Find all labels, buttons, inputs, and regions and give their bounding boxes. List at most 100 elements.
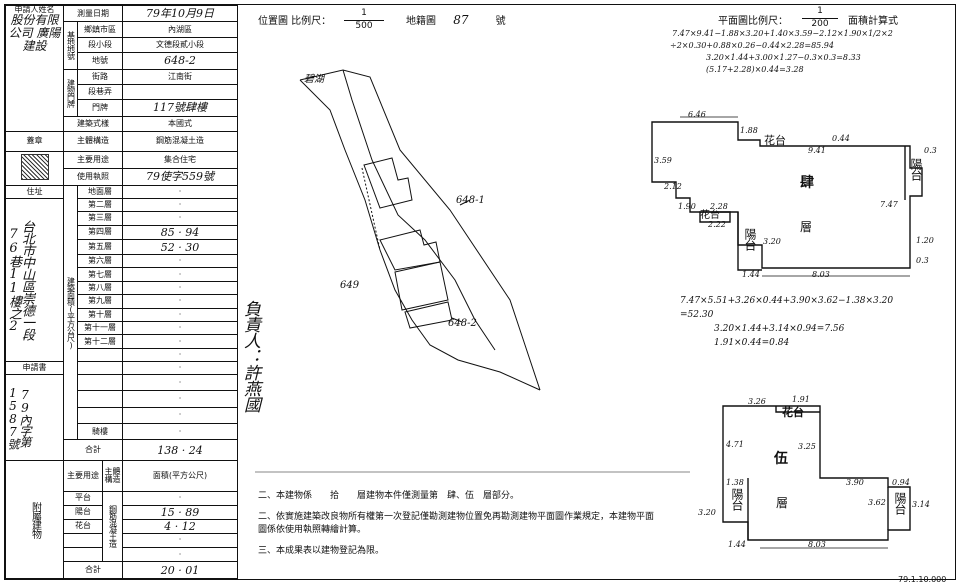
floor5-balcony-right: 陽台 [893, 492, 907, 514]
parcel-boundary-west [299, 79, 541, 391]
dim: 1.44 [728, 540, 746, 549]
document-frame [4, 4, 956, 580]
note-line: 二、本建物係 拾 層建物本件僅測量第 肆、伍 層部分。 [258, 491, 520, 501]
annex-struct-label: 主體構造 [101, 460, 124, 492]
sheet-no: 87 [453, 13, 469, 27]
location-scale-num: 1 [344, 8, 384, 21]
annex-total-label: 合計 [62, 561, 124, 579]
lot-649: 649 [340, 280, 360, 291]
floor-value: · [122, 347, 239, 363]
calc-line: (5.17+2.28)×0.44=3.28 [706, 65, 804, 74]
note-line: 二、依實施建築改良物所有權第一次登記僅勘測建物位置免再勘測建物平面圖作業規定，本… [258, 512, 655, 535]
address-cell: 台北市中山區崇德一段76巷11樓之2 [5, 197, 64, 363]
license: 79使字559號 [122, 167, 239, 186]
annex-struct-value: 鋼筋混凝土造 [101, 490, 124, 563]
survey-form-table: 申請人姓名 股份有限公司 廣陽建設 測量日期 79年10月9日 基地地號 鄉鎮市… [5, 4, 239, 579]
application-no-cell: 79內字第1587號 [5, 374, 64, 462]
lot-tick-1 [459, 199, 471, 206]
floor4-label: 肆 [800, 175, 814, 191]
location-title: 位置圖 比例尺： [258, 12, 331, 27]
floorplan-scale-num: 1 [802, 6, 838, 19]
calc-line: 1.91×0.44=0.84 [714, 338, 790, 348]
calc-line: ÷2×0.30+0.88×0.26−0.44×2.28=85.94 [670, 41, 834, 50]
dim: 8.03 [808, 540, 826, 549]
application-no: 79內字第1587號 [6, 386, 33, 450]
calc-line: 7.47×9.41−1.88×3.20+1.40×3.59−2.12×1.90×… [672, 29, 893, 38]
dim: 3.20 [698, 508, 716, 517]
total-label: 合計 [62, 439, 124, 462]
floor5-label: 伍 [774, 451, 788, 467]
dim: 8.03 [812, 270, 830, 279]
calc-5th-floor: 7.47×5.51+3.26×0.44+3.90×3.62−1.38×3.20 … [680, 294, 893, 350]
lot-648-2: 648-2 [448, 318, 477, 329]
building-outline-c [394, 261, 449, 311]
style-label: 建築式樣 [62, 115, 124, 132]
annex-use-label: 主要用途 [63, 460, 103, 492]
floor5-balcony-left: 陽台 [730, 488, 744, 510]
dim: 1.44 [742, 270, 760, 279]
location-scale-den: 500 [355, 20, 373, 31]
dim: 3.26 [748, 397, 766, 406]
floor4-suffix: 層 [800, 220, 813, 234]
dim: 1.88 [740, 126, 758, 135]
applicant-name: 股份有限公司 廣陽建設 [8, 13, 61, 53]
dim: 1.20 [916, 236, 934, 245]
dim: 9.41 [808, 146, 826, 155]
land-no-label: 地號 [76, 52, 124, 70]
floor4-planter-small [699, 211, 731, 223]
floor4-planter: 花台 [764, 134, 786, 147]
survey-date: 79年10月9日 [122, 4, 239, 23]
sheet-label: 地籍圖 [406, 16, 436, 27]
location-scale: 1 500 [344, 8, 384, 32]
floor-label [76, 347, 124, 363]
dim: 0.3 [924, 146, 937, 155]
annex-value: · [122, 490, 239, 506]
dim: 3.20 [763, 237, 781, 246]
location-title-text: 位置圖 比例尺： [258, 16, 332, 27]
location-sheet: 地籍圖 87 號 [406, 12, 506, 27]
annex-area-label: 面積(平方公尺) [122, 460, 239, 492]
parcel-inner-line [342, 69, 496, 351]
floorplan-title: 平面圖比例尺： [718, 16, 788, 27]
dim: 3.62 [868, 498, 886, 507]
annex-label: 附屬建物 [5, 460, 64, 579]
annex-use [63, 547, 103, 563]
use-label: 主要用途 [62, 150, 124, 169]
dim: 1.90 [678, 202, 696, 211]
dim: 2.22 [708, 220, 726, 229]
calc-4th-floor: 7.47×9.41−1.88×3.20+1.40×3.59−2.12×1.90×… [670, 28, 893, 76]
floor-value: · [122, 211, 239, 226]
license-label: 使用執照 [62, 167, 124, 186]
dim: 2.28 [710, 202, 728, 211]
building-outline-d [404, 301, 453, 329]
floor4-outline [651, 121, 923, 269]
dim: 3.25 [798, 442, 816, 451]
sheet-suffix: 號 [495, 16, 506, 27]
dim: 4.71 [726, 440, 744, 449]
dim: 0.94 [892, 478, 910, 487]
applicant-cell: 申請人姓名 股份有限公司 廣陽建設 [5, 5, 64, 132]
floor4-balcony-bottom: 陽台 [743, 228, 757, 250]
responsible-signature: 負責人：許燕國 [240, 300, 260, 412]
survey-date-label: 測量日期 [62, 4, 124, 23]
annex-total: 20 · 01 [122, 561, 239, 579]
stamp-date: 79.1.10.000 [898, 575, 947, 584]
floorplan-scale-den: 200 [811, 18, 829, 29]
calc-line: 3.20×1.44+3.14×0.94=7.56 [714, 324, 845, 334]
lot-tick-2 [451, 317, 463, 323]
note-line: 三、本成果表以建物登記為限。 [258, 546, 385, 556]
floor-label: 騎樓 [76, 423, 124, 441]
dim: 0.44 [832, 134, 850, 143]
seal-stamp [20, 154, 49, 181]
building-outline-b [379, 229, 441, 271]
floor4-planter-small: 花台 [700, 210, 720, 221]
notes: 二、本建物係 拾 層建物本件僅測量第 肆、伍 層部分。 二、依實施建築改良物所有… [258, 490, 658, 558]
map-dashed-line [361, 167, 381, 251]
dim: 1.91 [792, 395, 810, 404]
dim: 6.46 [688, 110, 706, 119]
dim: 1.38 [726, 478, 744, 487]
floor4-balcony-1 [737, 245, 762, 271]
